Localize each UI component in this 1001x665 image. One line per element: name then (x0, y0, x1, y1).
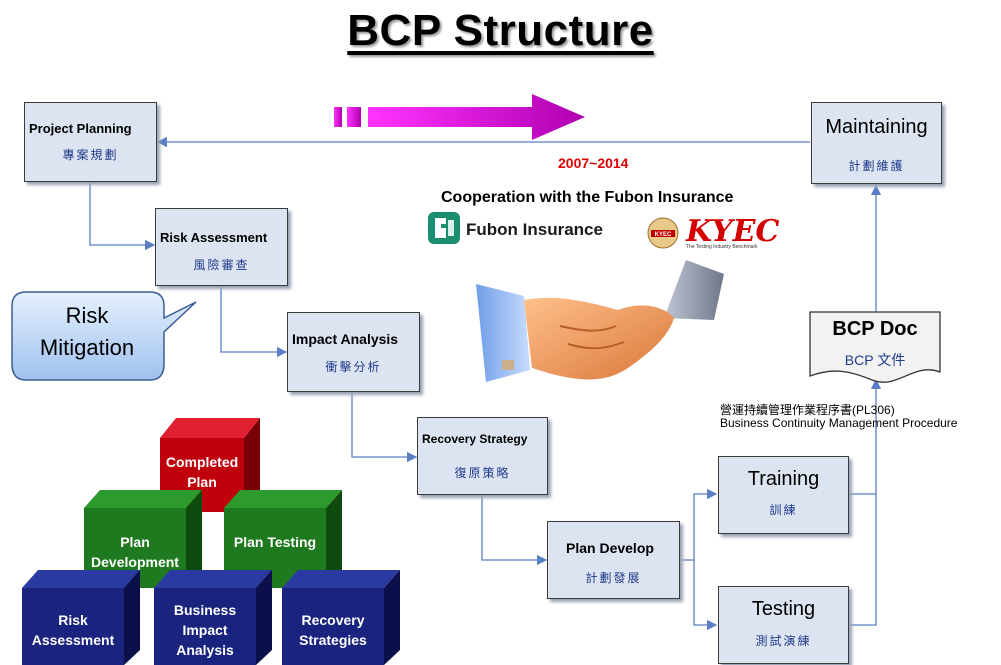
cube-label-business-impact: Business Impact Analysis (173, 602, 237, 658)
kyec-tagline: The Testing Industry Benchmark (686, 244, 758, 250)
cube-business-impact (154, 570, 272, 665)
cube-risk-assessment (22, 570, 140, 665)
box-risk-assessment: Risk Assessment 風險審查 (155, 208, 288, 286)
page-title: BCP Structure (347, 6, 654, 55)
fubon-logo-icon (428, 212, 460, 244)
magenta-progress-arrow (334, 94, 585, 140)
box-impact-analysis: Impact Analysis 衝擊分析 (287, 312, 420, 392)
box-plan-develop: Plan Develop 計劃發展 (547, 521, 680, 599)
cube-recovery-strategies (282, 570, 400, 665)
svg-text:KYEC: KYEC (655, 232, 672, 238)
bcp-doc-shape (809, 311, 941, 383)
cube-label-recovery-strategies: Recovery Strategies (299, 612, 367, 648)
handshake-image (476, 260, 724, 382)
bcp-doc-label: BCP Doc (832, 318, 918, 340)
cube-label-completed-plan: Completed Plan (165, 454, 239, 490)
cube-label-risk-assessment: Risk Assessment (31, 612, 115, 648)
bubble-line-2: Mitigation (39, 335, 135, 360)
cube-label-plan-testing: Plan Testing (233, 534, 317, 550)
bubble-line-1: Risk (65, 303, 109, 328)
procedure-note: 營運持續管理作業程序書(PL306) Business Continuity M… (720, 404, 957, 430)
kyec-logo-icon: KYEC (647, 217, 679, 249)
bcp-doc-zh: BCP 文件 (844, 352, 906, 368)
box-project-planning: Project Planning 專案規劃 (24, 102, 157, 182)
box-recovery-strategy: Recovery Strategy 復原策略 (417, 417, 548, 495)
procedure-en: Business Continuity Management Procedure (720, 416, 958, 430)
cooperation-text: Cooperation with the Fubon Insurance (441, 189, 734, 206)
fubon-name: Fubon Insurance (466, 220, 603, 239)
bcp-pyramid (22, 418, 400, 665)
risk-mitigation-bubble (11, 291, 197, 381)
kyec-wordmark: KYEC (686, 214, 780, 249)
cube-label-plan-development: Plan Development (91, 534, 179, 570)
box-maintaining: Maintaining 計劃維護 (811, 102, 942, 184)
risk-mitigation-text: Risk Mitigation (12, 300, 162, 364)
box-training: Training 訓練 (718, 456, 849, 534)
box-testing: Testing 測試演練 (718, 586, 849, 664)
procedure-zh: 營運持續管理作業程序書(PL306) (720, 403, 895, 417)
date-range: 2007~2014 (558, 155, 629, 171)
